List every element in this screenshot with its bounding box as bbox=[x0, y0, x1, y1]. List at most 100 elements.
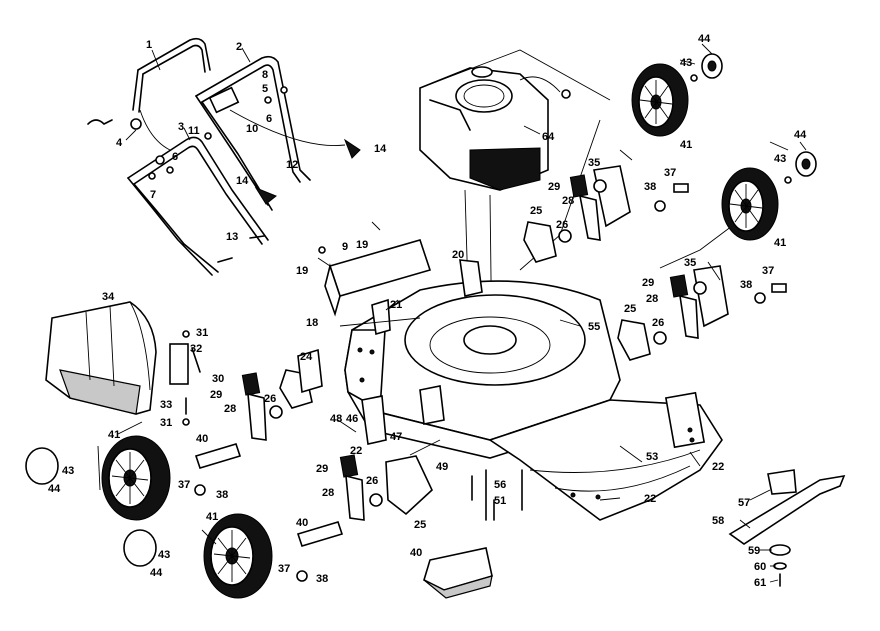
callout-41a: 41 bbox=[680, 139, 692, 151]
rear-skirt bbox=[488, 391, 723, 521]
callout-44a: 44 bbox=[698, 33, 711, 45]
callout-22c: 22 bbox=[644, 493, 656, 505]
grass-catcher-bag bbox=[45, 301, 157, 415]
callout-33: 33 bbox=[160, 399, 172, 411]
bag-bracket-assembly bbox=[169, 330, 201, 426]
callout-labels: 1 2 3 4 5 6 6 7 8 9 10 11 12 13 14 14 18… bbox=[48, 33, 807, 589]
callout-10: 10 bbox=[246, 123, 258, 135]
callout-59: 59 bbox=[748, 545, 760, 557]
callout-43b: 43 bbox=[774, 153, 786, 165]
callout-19b: 19 bbox=[296, 265, 308, 277]
callout-57: 57 bbox=[738, 497, 750, 509]
callout-26d: 26 bbox=[366, 475, 378, 487]
callout-40a: 40 bbox=[196, 433, 208, 445]
callout-19a: 19 bbox=[356, 239, 368, 251]
callout-13: 13 bbox=[226, 231, 238, 243]
callout-32: 32 bbox=[190, 343, 202, 355]
callout-37c: 37 bbox=[178, 479, 190, 491]
blade-assembly bbox=[728, 469, 846, 587]
callout-44b: 44 bbox=[794, 129, 807, 141]
center-brackets bbox=[297, 348, 523, 521]
callout-38b: 38 bbox=[740, 279, 752, 291]
callout-47: 47 bbox=[390, 431, 402, 443]
callout-4: 4 bbox=[116, 137, 123, 149]
wheel-front-left-upper bbox=[101, 435, 171, 521]
callout-29d: 29 bbox=[316, 463, 328, 475]
callout-8: 8 bbox=[262, 69, 268, 81]
wheel-rear-right-lower bbox=[721, 167, 779, 241]
callout-37b: 37 bbox=[762, 265, 774, 277]
callout-26b: 26 bbox=[652, 317, 664, 329]
callout-9: 9 bbox=[342, 241, 348, 253]
callout-28a: 28 bbox=[562, 195, 574, 207]
callout-53: 53 bbox=[646, 451, 658, 463]
callout-55: 55 bbox=[588, 321, 600, 333]
callout-43a: 43 bbox=[680, 57, 692, 69]
callout-48: 48 bbox=[330, 413, 342, 425]
wheel-rear-right-upper bbox=[631, 63, 689, 137]
callout-30: 30 bbox=[212, 373, 224, 385]
callout-14a: 14 bbox=[374, 143, 387, 155]
callout-25a: 25 bbox=[530, 205, 542, 217]
axles-and-bolts bbox=[194, 74, 792, 582]
callout-41d: 41 bbox=[206, 511, 218, 523]
callout-26a: 26 bbox=[556, 219, 568, 231]
callout-37a: 37 bbox=[664, 167, 676, 179]
callout-44d: 44 bbox=[150, 567, 163, 579]
callout-38c: 38 bbox=[216, 489, 228, 501]
callout-22a: 22 bbox=[350, 445, 362, 457]
callout-29c: 29 bbox=[210, 389, 222, 401]
callout-28b: 28 bbox=[646, 293, 658, 305]
callout-18: 18 bbox=[306, 317, 318, 329]
callout-22b: 22 bbox=[712, 461, 724, 473]
height-adjusters bbox=[241, 165, 729, 521]
callout-38d: 38 bbox=[316, 573, 328, 585]
callout-21: 21 bbox=[390, 299, 402, 311]
callout-2: 2 bbox=[236, 41, 242, 53]
callout-31b: 31 bbox=[160, 417, 172, 429]
callout-43c: 43 bbox=[62, 465, 74, 477]
upper-handle-assembly bbox=[87, 37, 361, 276]
callout-35b: 35 bbox=[684, 257, 696, 269]
callout-60: 60 bbox=[754, 561, 766, 573]
callout-51: 51 bbox=[494, 495, 506, 507]
callout-40c: 40 bbox=[410, 547, 422, 559]
engine bbox=[419, 66, 571, 191]
leader-lines bbox=[97, 43, 807, 583]
callout-3: 3 bbox=[178, 121, 184, 133]
callout-7: 7 bbox=[150, 189, 156, 201]
rear-door bbox=[317, 221, 432, 317]
callout-20: 20 bbox=[452, 249, 464, 261]
hubcaps bbox=[25, 53, 817, 567]
callout-35a: 35 bbox=[588, 157, 600, 169]
callout-44c: 44 bbox=[48, 483, 61, 495]
callout-34: 34 bbox=[102, 291, 115, 303]
callout-26c: 26 bbox=[264, 393, 276, 405]
callout-40b: 40 bbox=[296, 517, 308, 529]
callout-41c: 41 bbox=[108, 429, 120, 441]
callout-43d: 43 bbox=[158, 549, 170, 561]
callout-25b: 25 bbox=[624, 303, 636, 315]
callout-49: 49 bbox=[436, 461, 448, 473]
callout-12: 12 bbox=[286, 159, 298, 171]
callout-29b: 29 bbox=[642, 277, 654, 289]
callout-41b: 41 bbox=[774, 237, 786, 249]
callout-1: 1 bbox=[146, 39, 152, 51]
wheel-front-left-lower bbox=[203, 513, 273, 599]
callout-61: 61 bbox=[754, 577, 766, 589]
callout-11: 11 bbox=[188, 125, 200, 137]
callout-28c: 28 bbox=[224, 403, 236, 415]
callout-31a: 31 bbox=[196, 327, 208, 339]
callout-37d: 37 bbox=[278, 563, 290, 575]
callout-29a: 29 bbox=[548, 181, 560, 193]
callout-38a: 38 bbox=[644, 181, 656, 193]
callout-5: 5 bbox=[262, 83, 268, 95]
callout-6b: 6 bbox=[172, 151, 178, 163]
callout-6a: 6 bbox=[266, 113, 272, 125]
callout-58: 58 bbox=[712, 515, 724, 527]
callout-14b: 14 bbox=[236, 175, 249, 187]
callout-46: 46 bbox=[346, 413, 358, 425]
callout-28d: 28 bbox=[322, 487, 334, 499]
callout-56: 56 bbox=[494, 479, 506, 491]
